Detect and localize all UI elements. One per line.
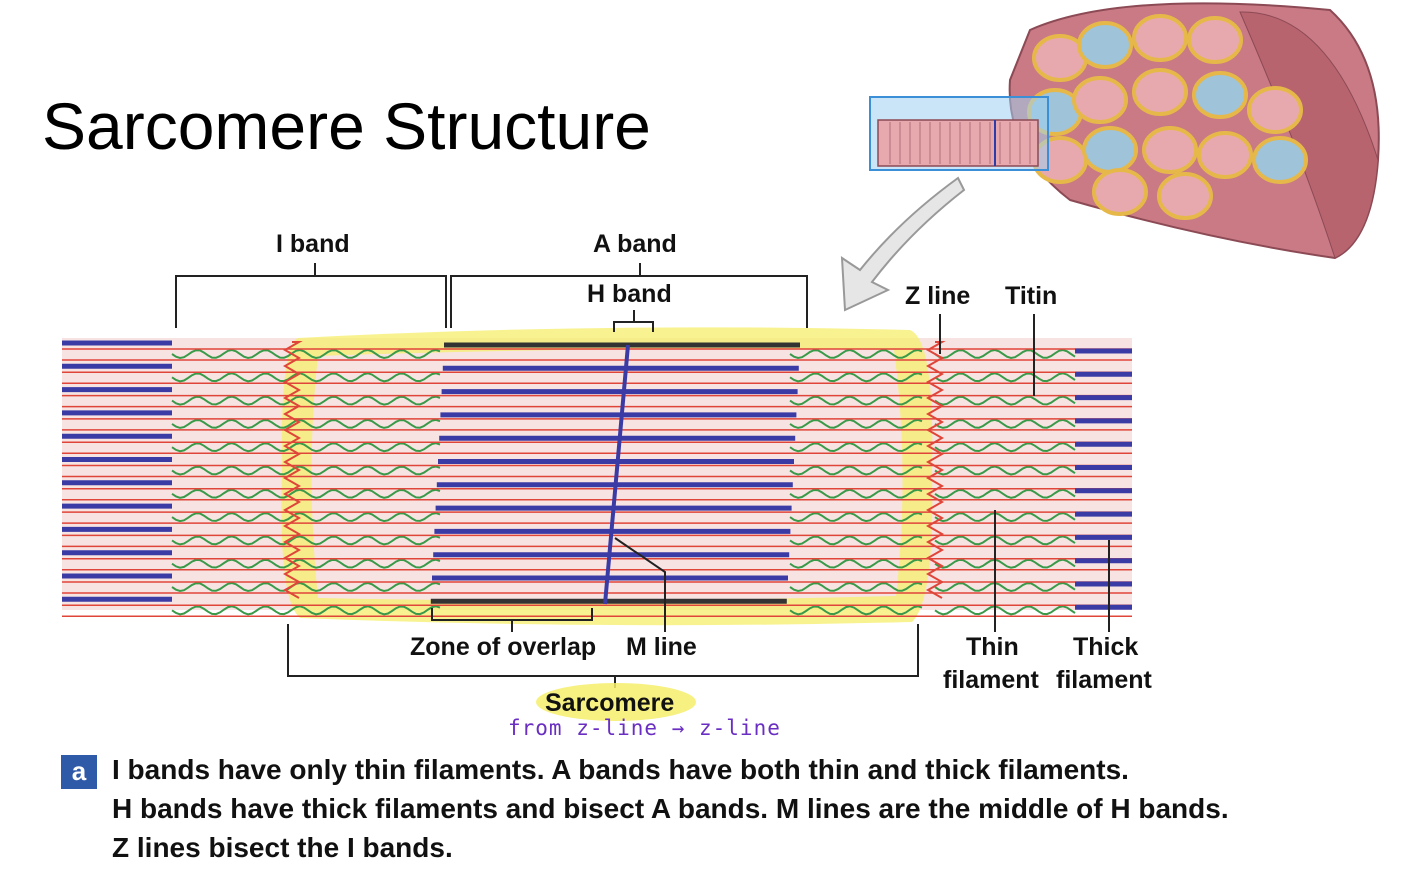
extruded-myofibril xyxy=(877,119,1039,167)
i-band-label: I band xyxy=(276,230,350,258)
titin-strand xyxy=(171,348,441,360)
myofibril-cross-section xyxy=(1072,76,1128,124)
titin-strand xyxy=(934,512,1076,523)
titin-strand xyxy=(789,512,923,523)
annotation-brackets xyxy=(175,263,1110,688)
titin-strand xyxy=(171,418,441,429)
titin-strand xyxy=(934,348,1076,360)
titin-strand xyxy=(789,372,923,383)
titin-strand xyxy=(934,442,1076,453)
filament-array xyxy=(62,340,1132,618)
thin-filament-label-line2: filament xyxy=(943,666,1039,694)
myofibril-cross-section xyxy=(1187,16,1243,64)
titin-strand xyxy=(171,465,441,476)
titin-strand xyxy=(171,605,441,616)
titin-strand xyxy=(789,442,923,453)
z-line-label: Z line xyxy=(905,282,971,310)
titin-strand xyxy=(171,512,441,523)
m-line xyxy=(603,344,630,605)
titin-strand xyxy=(934,558,1076,569)
titin-strand xyxy=(171,442,441,453)
titin-strand xyxy=(789,558,923,569)
titin-strand xyxy=(789,605,923,616)
zone-of-overlap-label: Zone of overlap xyxy=(410,633,597,661)
titin-label: Titin xyxy=(1005,282,1058,310)
myofibril-cross-section xyxy=(1157,172,1213,220)
titin-strand xyxy=(789,418,923,429)
titin-strand xyxy=(789,465,923,476)
titin-strand xyxy=(171,558,441,569)
thick-filament-label-line1: Thick xyxy=(1073,633,1139,661)
a-band-bracket xyxy=(450,275,808,328)
slide-title: Sarcomere Structure xyxy=(42,89,651,163)
caption-line-1: I bands have only thin filaments. A band… xyxy=(112,754,1129,785)
thick-filament-label-line2: filament xyxy=(1056,666,1152,694)
caption-line-3: Z lines bisect the I bands. xyxy=(112,832,453,863)
titin-strand xyxy=(789,535,923,546)
myofibril-cross-section xyxy=(1132,68,1188,116)
myofibril-cross-section xyxy=(1192,71,1248,119)
thin-filament-label-line1: Thin xyxy=(966,633,1019,661)
sarcomere-label-highlight xyxy=(536,683,696,721)
myofibril-cross-section xyxy=(1252,136,1308,184)
titin-strand xyxy=(789,395,923,406)
titin-strand xyxy=(171,581,441,593)
titin-strand xyxy=(934,465,1076,476)
m-line-leader xyxy=(614,537,666,632)
m-line-label: M line xyxy=(626,633,697,661)
z-line-left xyxy=(282,341,303,599)
titin-strand xyxy=(171,535,441,546)
caption-line-2: H bands have thick filaments and bisect … xyxy=(112,793,1229,824)
titin-strand xyxy=(934,395,1076,406)
muscle-fiber-bundle-illustration xyxy=(869,2,1380,260)
a-band-label: A band xyxy=(593,230,677,258)
titin-strand xyxy=(934,581,1076,593)
handwritten-note: from z-line → z-line xyxy=(508,716,781,740)
callout-arrow xyxy=(840,176,966,312)
titin-strand xyxy=(934,488,1076,499)
titin-strand xyxy=(171,488,441,499)
titin-strand xyxy=(934,535,1076,546)
myofibril-cross-section xyxy=(1082,126,1138,174)
myofibril-cross-section xyxy=(1197,131,1253,179)
titin-strand xyxy=(934,605,1076,616)
titin-strand xyxy=(789,581,923,593)
sarcomere-bracket xyxy=(287,624,919,677)
titin-strand xyxy=(171,372,441,383)
sarcomere-label: Sarcomere xyxy=(545,689,675,717)
caption-badge: a xyxy=(61,755,97,789)
i-band-bracket xyxy=(175,275,447,328)
myofibril-cross-section xyxy=(1077,21,1133,69)
myofibril-cross-section xyxy=(1092,168,1148,216)
titin-strand xyxy=(789,488,923,499)
titin-strand xyxy=(171,395,441,406)
titin-strand xyxy=(789,348,923,360)
titin-strand xyxy=(934,372,1076,383)
h-band-label: H band xyxy=(587,280,672,308)
z-line-right xyxy=(925,341,946,599)
myofibril-cross-section xyxy=(1247,86,1303,134)
myofibril-cross-section xyxy=(1132,14,1188,62)
titin-strand xyxy=(934,418,1076,429)
myofibril-cross-section xyxy=(1142,126,1198,174)
sarcomere-interior xyxy=(311,348,903,601)
